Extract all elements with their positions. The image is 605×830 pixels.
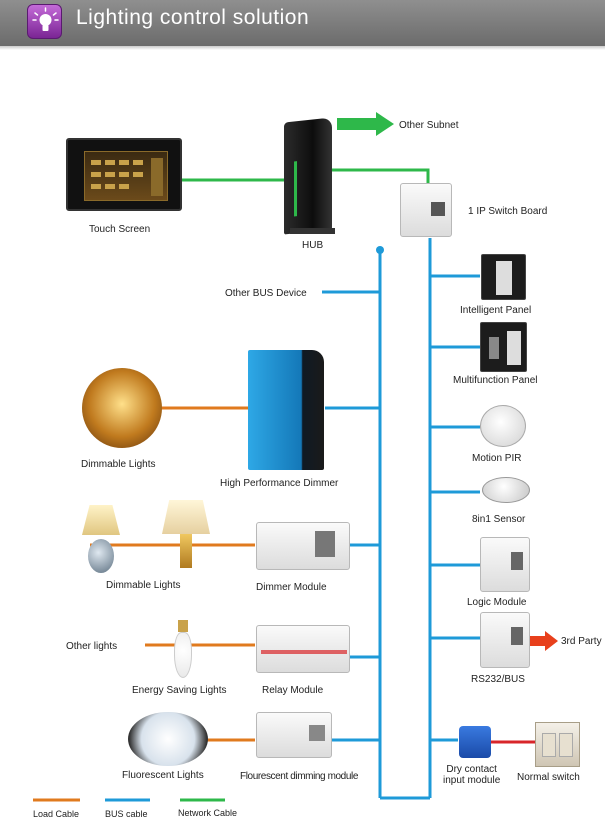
energy-saving-lights-label: Energy Saving Lights bbox=[132, 685, 227, 696]
touch-screen-device bbox=[66, 138, 182, 211]
dimmer-module-device bbox=[256, 522, 350, 570]
ip-switch-board bbox=[400, 183, 452, 237]
page-title: Lighting control solution bbox=[76, 6, 310, 29]
header-shadow bbox=[0, 46, 605, 50]
hub-base bbox=[290, 228, 335, 234]
multifunction-panel-label: Multifunction Panel bbox=[453, 375, 538, 386]
other-bus-device-label: Other BUS Device bbox=[225, 288, 307, 299]
load-cables bbox=[90, 406, 255, 742]
dimmer-module-label: Dimmer Module bbox=[256, 582, 327, 593]
dimmable-lights-2-label: Dimmable Lights bbox=[106, 580, 181, 591]
header-bar bbox=[0, 0, 605, 46]
fluorescent-lights-label: Fluorescent Lights bbox=[122, 770, 204, 781]
hub-device bbox=[284, 117, 332, 235]
third-party-label: 3rd Party bbox=[561, 636, 602, 647]
sensor-8in1-device bbox=[482, 477, 530, 503]
legend-network-cable: Network Cable bbox=[178, 808, 238, 818]
relay-module-device bbox=[256, 625, 350, 673]
motion-pir-device bbox=[480, 405, 526, 447]
motion-pir-label: Motion PIR bbox=[472, 453, 522, 464]
rs232-bus-label: RS232/BUS bbox=[471, 674, 525, 685]
normal-switch-device bbox=[535, 722, 580, 767]
legend-bus-cable: BUS cable bbox=[105, 809, 148, 819]
relay-module-label: Relay Module bbox=[262, 685, 324, 696]
high-performance-dimmer-label: High Performance Dimmer bbox=[220, 478, 339, 489]
energy-saving-bulb-image bbox=[172, 620, 194, 680]
fluorescent-dimming-module-label: Flourescent dimming module bbox=[240, 771, 358, 782]
dry-contact-device bbox=[459, 726, 491, 758]
chandelier-image bbox=[82, 368, 162, 448]
normal-switch-label: Normal switch bbox=[517, 772, 580, 783]
logic-module-device bbox=[480, 537, 530, 592]
legend-load-cable: Load Cable bbox=[33, 809, 80, 819]
lightbulb-icon bbox=[27, 4, 62, 39]
wall-lamp-image bbox=[158, 500, 214, 572]
other-subnet-arrow bbox=[337, 112, 394, 136]
sensor-8in1-label: 8in1 Sensor bbox=[472, 514, 526, 525]
third-party-arrow bbox=[530, 631, 558, 651]
multifunction-panel-device bbox=[480, 322, 527, 372]
rs232-bus-device bbox=[480, 612, 530, 668]
ip-switch-board-label: 1 IP Switch Board bbox=[468, 206, 548, 217]
intelligent-panel-label: Intelligent Panel bbox=[460, 305, 532, 316]
touch-screen-label: Touch Screen bbox=[89, 224, 151, 235]
intelligent-panel-device bbox=[481, 254, 526, 300]
bus-cables bbox=[322, 238, 480, 800]
hub-label: HUB bbox=[302, 240, 324, 251]
other-lights-label: Other lights bbox=[66, 641, 118, 652]
fluorescent-lights-image bbox=[128, 712, 208, 766]
fluorescent-dimming-module-device bbox=[256, 712, 332, 758]
dimmable-lights-1-label: Dimmable Lights bbox=[81, 459, 156, 470]
high-performance-dimmer-device bbox=[248, 350, 324, 470]
logic-module-label: Logic Module bbox=[467, 597, 527, 608]
dry-contact-label: Dry contact input module bbox=[443, 764, 501, 786]
other-subnet-label: Other Subnet bbox=[399, 120, 459, 131]
table-lamp-image bbox=[78, 505, 124, 577]
